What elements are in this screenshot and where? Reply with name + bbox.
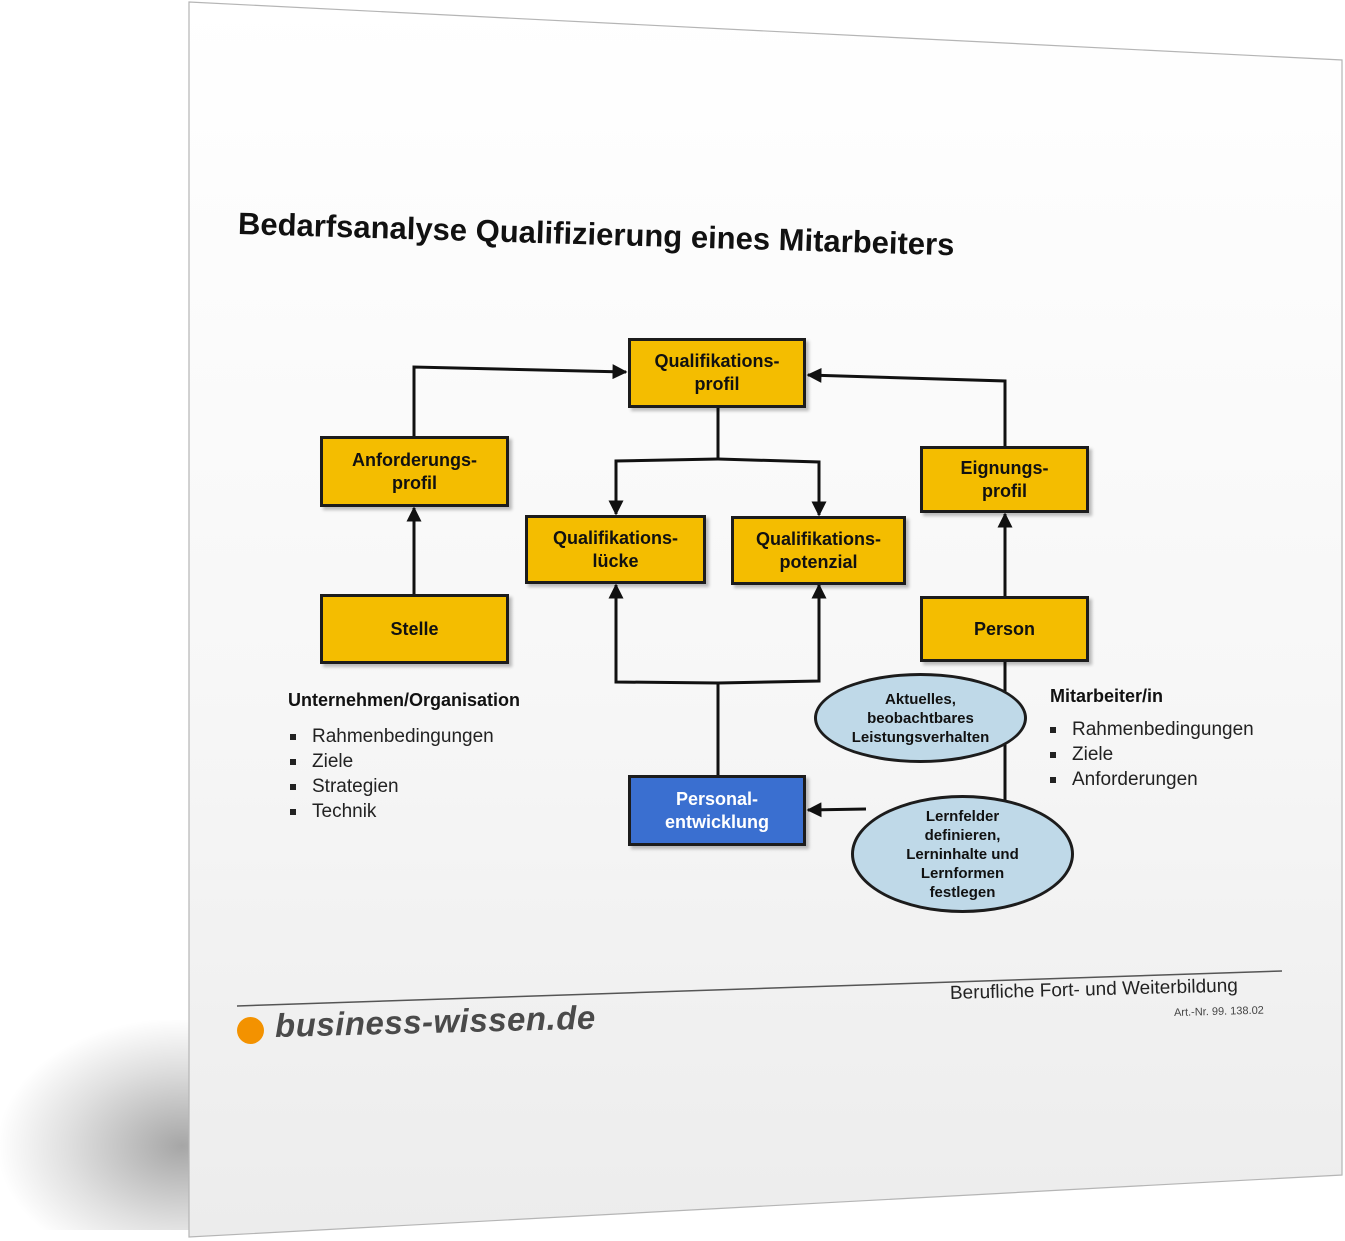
ellipse-leistungsverhalten: Aktuelles, beobachtbares Leistungsverhal… [814,673,1027,763]
list-item: Technik [288,799,494,824]
right-panel-heading: Mitarbeiter/in [1050,686,1164,706]
article-number: Art.-Nr. 99. 138.02 [1173,1004,1265,1019]
arrow-to-qualifikationspotenzial-bottom [717,583,827,685]
box-qualifikationspotenzial: Qualifikations- potenzial [731,516,906,585]
arrow-to-qualifikationsluecke-bottom [608,583,719,685]
arrow-eignungsprofil-to-qualifikationsprofil [806,367,1007,447]
arrow-lernfelder-to-personalentwicklung [806,802,867,818]
box-stelle: Stelle [320,594,509,664]
brand-logo-dot-icon [237,1017,264,1044]
box-qualifikationsluecke: Qualifikations- lücke [525,515,706,584]
arrow-to-qualifikationsluecke [608,457,719,516]
ellipse-lernfelder: Lernfelder definieren, Lerninhalte und L… [851,795,1074,913]
left-panel-heading: Unternehmen/Organisation [288,690,521,710]
list-item: Ziele [1048,742,1254,767]
list-item: Ziele [288,749,494,774]
right-panel-list: Rahmenbedingungen Ziele Anforderungen [1048,717,1254,792]
list-item: Rahmenbedingungen [1048,717,1254,742]
list-item: Strategien [288,774,494,799]
arrow-to-qualifikationspotenzial [717,457,827,517]
arrow-anforderungsprofil-to-qualifikationsprofil [412,364,628,437]
box-anforderungsprofil: Anforderungs- profil [320,436,509,507]
list-item: Anforderungen [1048,767,1254,792]
list-item: Rahmenbedingungen [288,724,494,749]
box-personalentwicklung: Personal- entwicklung [628,775,806,846]
box-qualifikationsprofil: Qualifikations- profil [628,338,806,408]
left-panel-list: Rahmenbedingungen Ziele Strategien Techn… [288,724,494,824]
box-person: Person [920,596,1089,662]
box-eignungsprofil: Eignungs- profil [920,446,1089,513]
